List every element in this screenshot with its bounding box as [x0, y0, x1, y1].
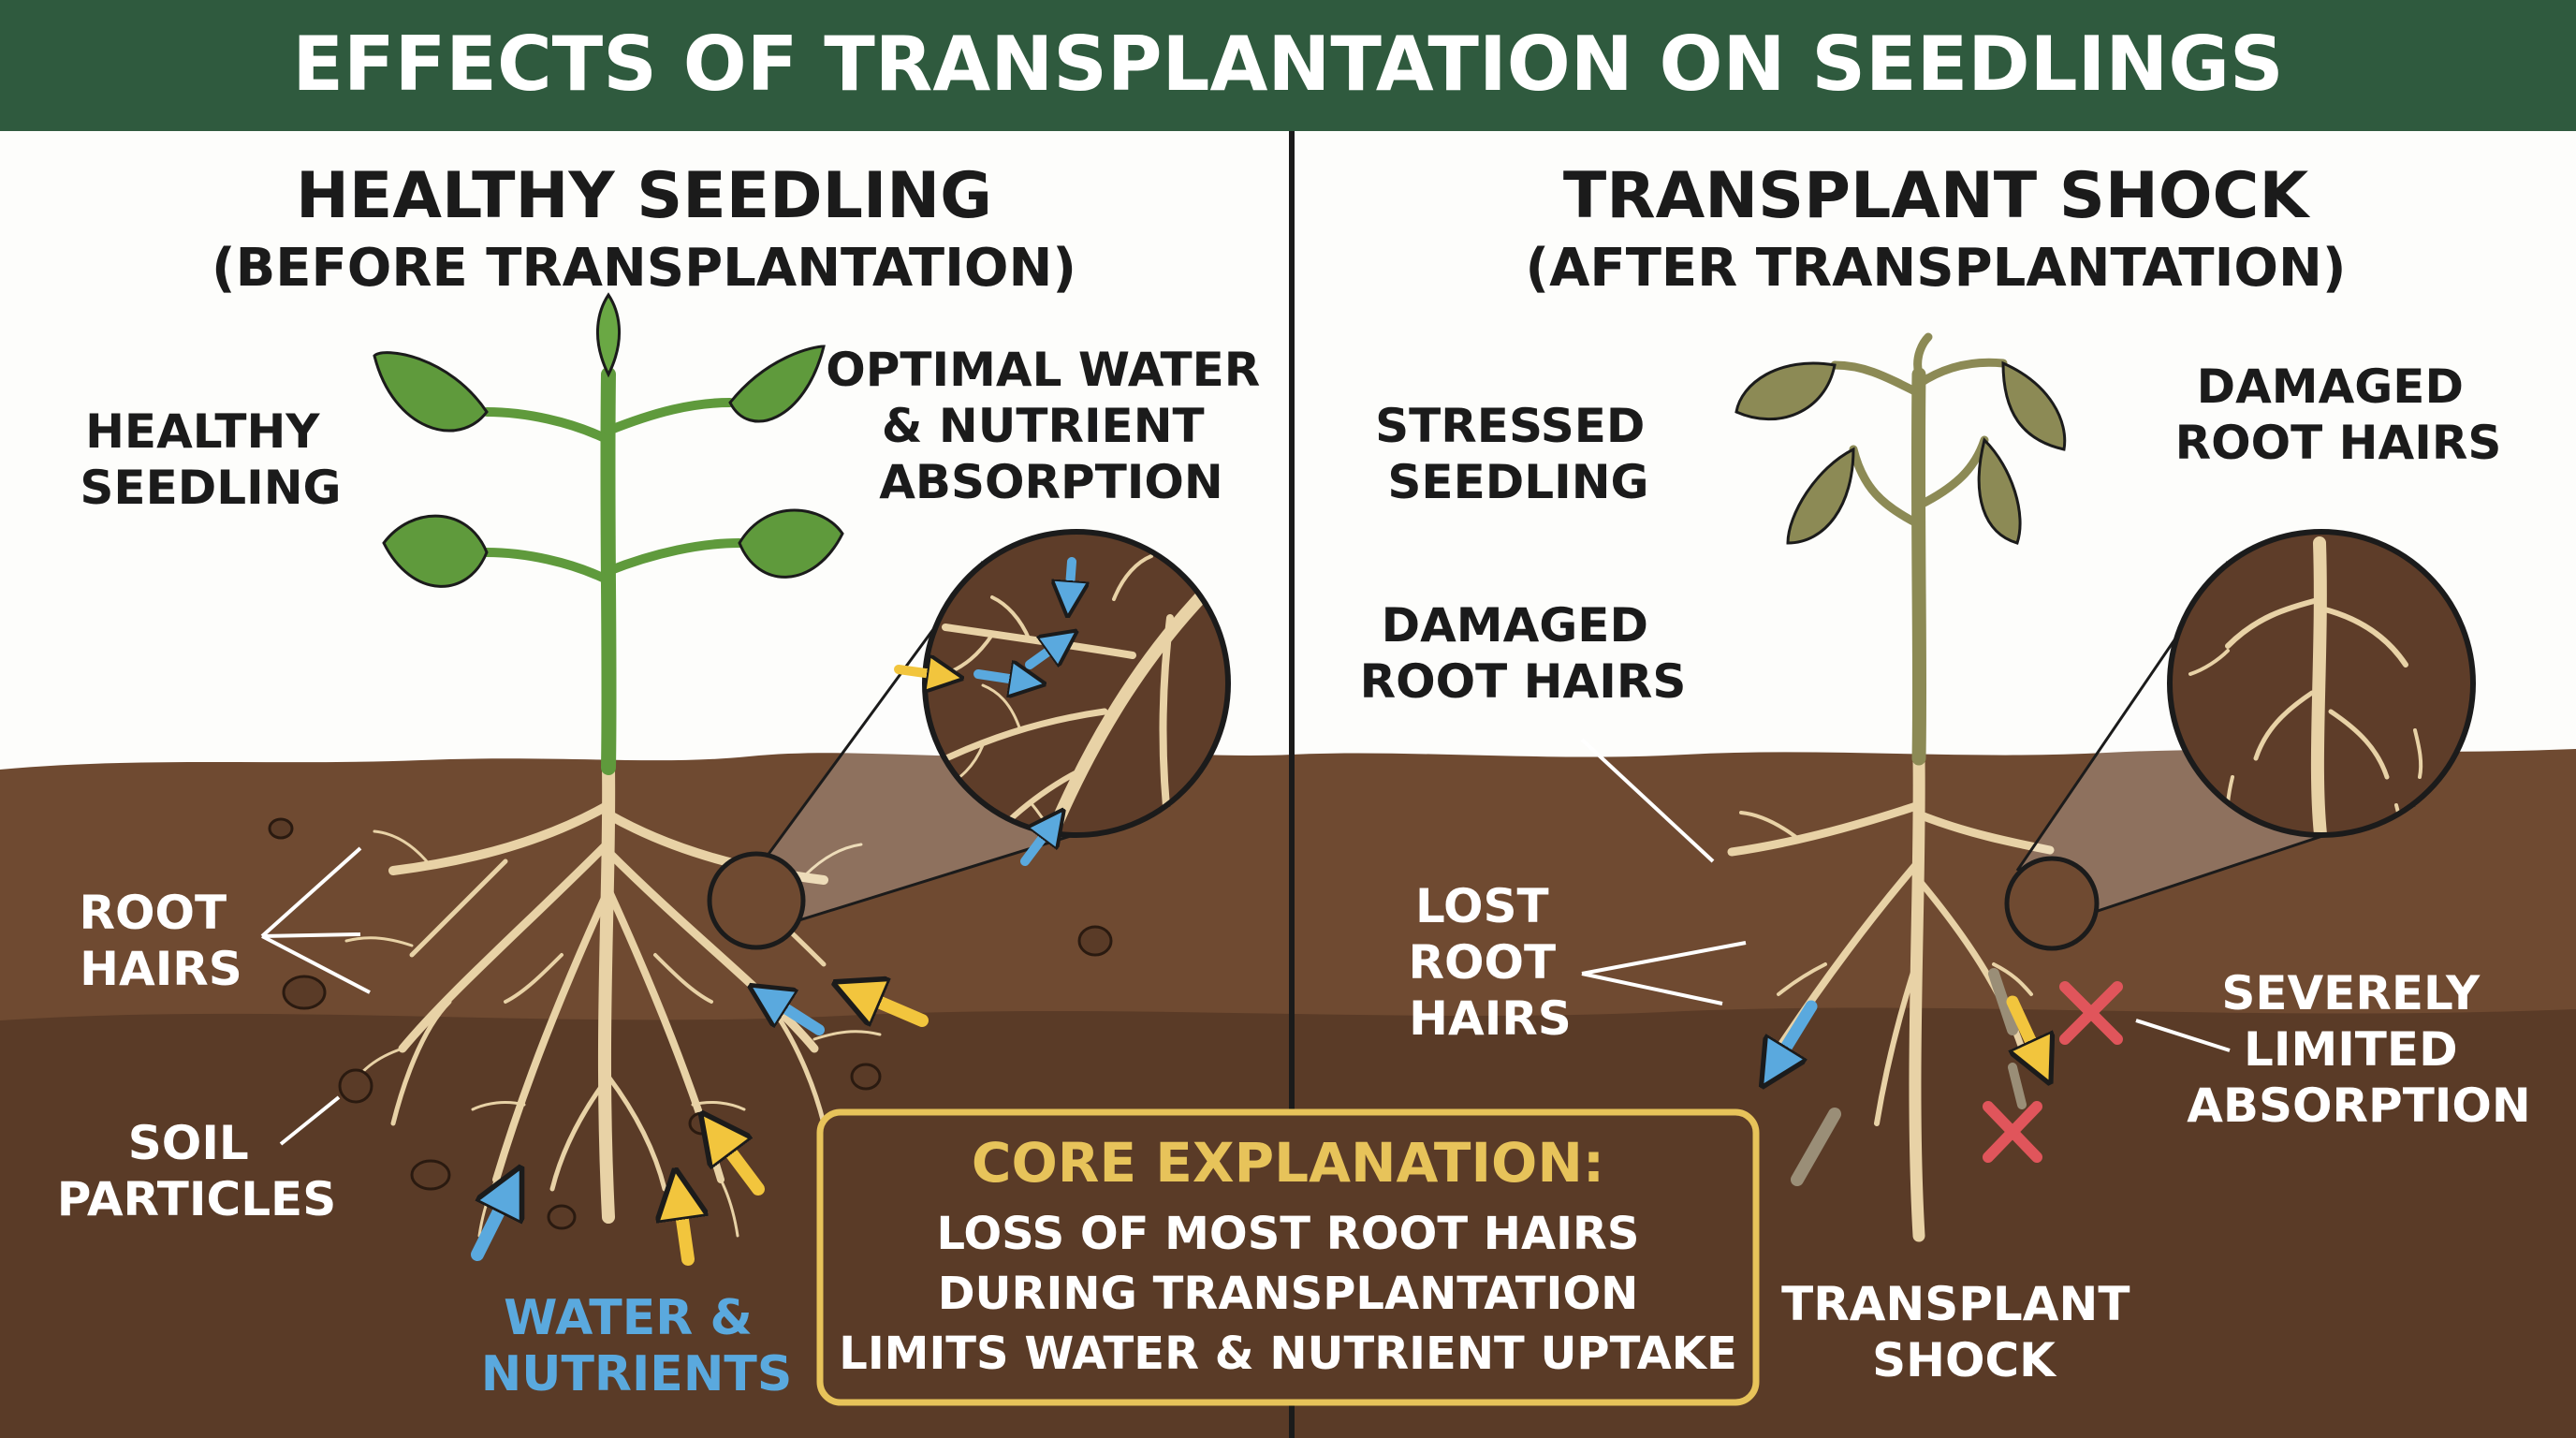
healthy-seedling: [344, 292, 882, 1238]
label-optimal-absorption: OPTIMAL WATER & NUTRIENT ABSORPTION: [826, 343, 1276, 509]
label-healthy-seedling: HEALTHY SEEDLING: [80, 404, 341, 515]
healthy-leaf: [382, 514, 489, 588]
healthy-leaf: [728, 345, 826, 423]
healthy-leaf: [738, 508, 844, 579]
label-soil-particles: SOIL PARTICLES: [57, 1116, 336, 1226]
page-title: EFFECTS OF TRANSPLANTATION ON SEEDLINGS: [292, 21, 2283, 108]
healthy-leaf: [373, 351, 489, 433]
label-root-hairs: ROOT HAIRS: [79, 886, 242, 996]
label-damaged-root-hairs-zoom: DAMAGED ROOT HAIRS: [2175, 360, 2502, 470]
damaged-root-zoom: [2004, 529, 2476, 951]
stressed-leaf: [2001, 360, 2067, 451]
left-subheading: (BEFORE TRANSPLANTATION): [212, 238, 1076, 299]
water-nutrient-arrows: [471, 992, 929, 1266]
title-banner: [0, 0, 2576, 131]
label-stressed-seedling: STRESSED SEEDLING: [1375, 399, 1661, 509]
stressed-seedling: [1727, 332, 2067, 1242]
healthy-root-zoom: [707, 529, 1231, 950]
stressed-leaf: [1786, 447, 1855, 545]
healthy-leaf-bud: [595, 292, 622, 378]
blocked-x-marks: [1983, 981, 2123, 1163]
core-explanation-box: CORE EXPLANATION: LOSS OF MOST ROOT HAIR…: [816, 1108, 1760, 1406]
soil-particles: [268, 817, 1113, 1230]
stressed-stem: [1910, 367, 1927, 766]
blocked-arrows: [1774, 995, 2041, 1067]
right-heading: TRANSPLANT SHOCK: [1563, 159, 2311, 233]
core-heading: CORE EXPLANATION:: [972, 1131, 1604, 1195]
soil-particles-leader-line: [279, 1095, 341, 1146]
root-hairs-leader-lines: [260, 846, 371, 994]
stressed-leaf: [1977, 437, 2022, 545]
lost-leader-lines: [1581, 941, 1747, 1005]
label-water-nutrients: WATER & NUTRIENTS: [481, 1290, 793, 1402]
core-line: LOSS OF MOST ROOT HAIRS: [936, 1208, 1639, 1260]
limited-leader-line: [2135, 1019, 2231, 1052]
core-line: DURING TRANSPLANTATION: [938, 1268, 1639, 1320]
core-line: LIMITS WATER & NUTRIENT UPTAKE: [839, 1328, 1737, 1380]
damaged-leader-line: [1580, 738, 1715, 863]
label-lost-root-hairs: LOST ROOT HAIRS: [1408, 879, 1572, 1046]
healthy-root-system: [344, 761, 882, 1238]
left-heading: HEALTHY SEEDLING: [296, 159, 992, 233]
label-transplant-shock: TRANSPLANT SHOCK: [1781, 1277, 2146, 1387]
stressed-leaf: [1734, 361, 1837, 421]
sky-background: [0, 131, 2576, 768]
right-subheading: (AFTER TRANSPLANTATION): [1526, 238, 2347, 299]
label-severely-limited: SEVERELY LIMITED ABSORPTION: [2187, 966, 2531, 1133]
label-damaged-root-hairs: DAMAGED ROOT HAIRS: [1360, 598, 1687, 709]
